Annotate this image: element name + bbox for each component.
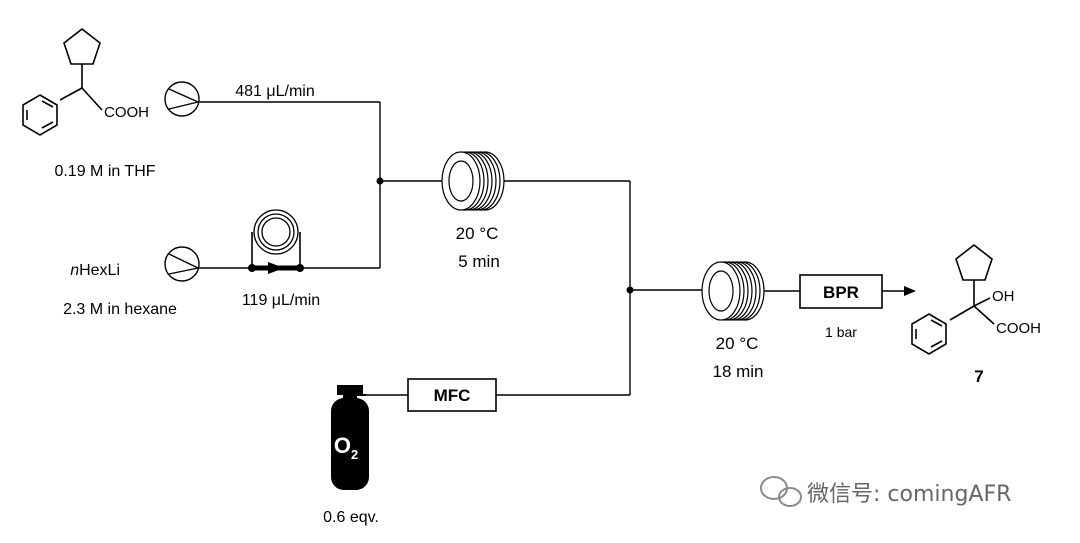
mfc-box <box>407 378 497 412</box>
junction-dot <box>626 286 634 294</box>
sample-loop <box>251 209 301 271</box>
reactor-coil-2 <box>701 261 765 321</box>
junction-dot <box>376 177 384 185</box>
pump-1 <box>164 81 200 117</box>
product-number: 7 <box>974 367 983 386</box>
acid-concentration-label: 0.19 M in THF <box>54 163 155 180</box>
flow-rate-2: 119 μL/min <box>242 292 320 309</box>
reactor2-temperature: 20 °C <box>716 334 759 353</box>
tubing <box>198 101 800 396</box>
base-concentration-label: 2.3 M in hexane <box>63 301 177 318</box>
flow-rate-1: 481 μL/min <box>235 83 314 100</box>
reactor2-time: 18 min <box>712 362 763 381</box>
acid-structure <box>22 27 103 136</box>
product-structure <box>911 243 995 355</box>
acid-cooh-label: COOH <box>104 104 149 121</box>
reactor1-time: 5 min <box>458 252 500 271</box>
oxygen-cylinder-icon <box>331 385 369 490</box>
oxygen-formula: O2 <box>334 433 358 462</box>
base-name-label: nHexLi <box>70 262 120 279</box>
loop-valve-dot <box>296 264 304 272</box>
product-arrow-head-icon <box>904 286 916 296</box>
oxygen-amount: 0.6 eqv. <box>323 509 379 526</box>
bpr-pressure: 1 bar <box>825 324 857 340</box>
loop-valve-dot <box>248 264 256 272</box>
pump-2 <box>164 246 200 282</box>
mfc-label: MFC <box>434 386 471 405</box>
product-cooh-label: COOH <box>996 320 1041 337</box>
bpr-label: BPR <box>823 283 859 302</box>
reactor-coil-1 <box>441 151 505 211</box>
loop-arrow-icon <box>268 262 284 274</box>
wechat-icon <box>760 476 802 507</box>
product-oh-label: OH <box>992 288 1015 305</box>
watermark-text: 微信号: comingAFR <box>807 482 1011 507</box>
reactor1-temperature: 20 °C <box>456 224 499 243</box>
